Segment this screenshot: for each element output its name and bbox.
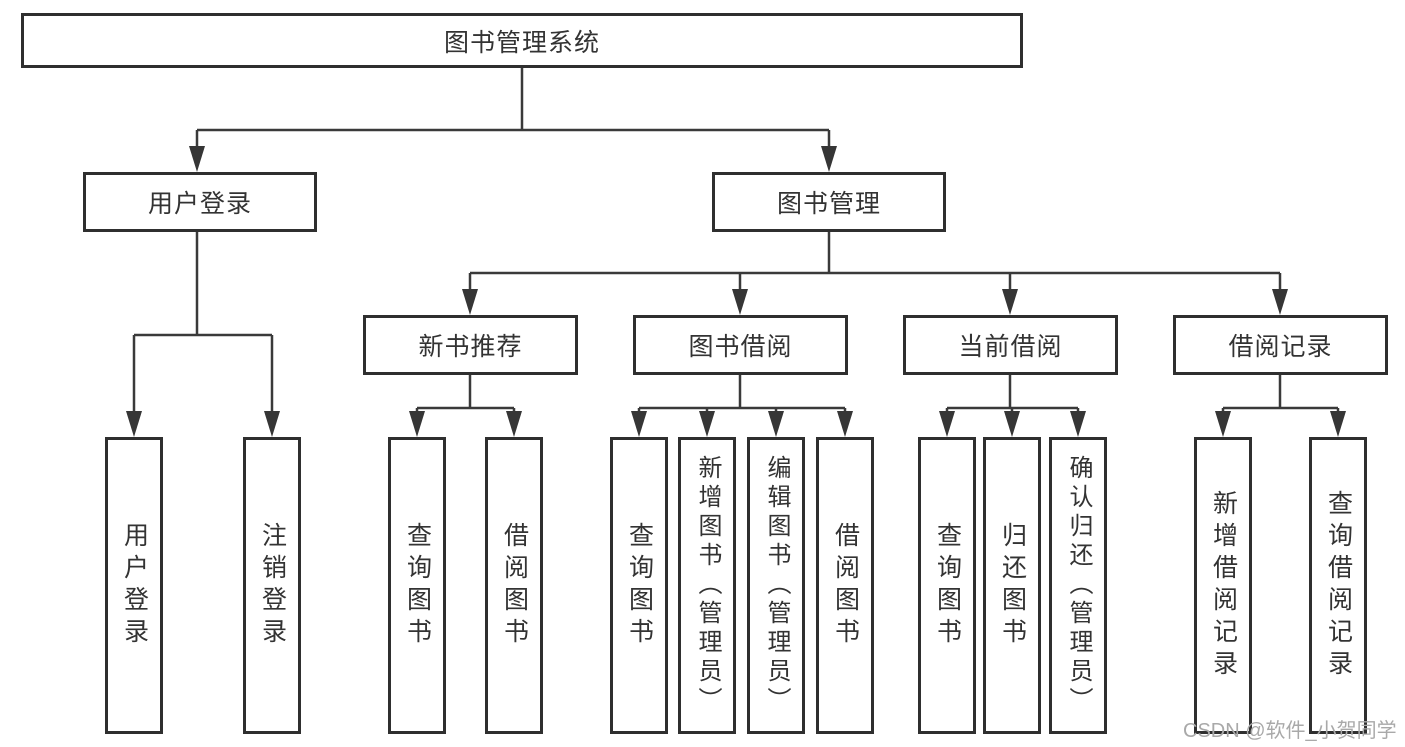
leaf-bb-borrow-book: 借阅图书 bbox=[816, 437, 874, 734]
leaf-bb-borrow-book-label: 借阅图书 bbox=[831, 521, 860, 650]
leaf-br-add-record: 新增借阅记录 bbox=[1194, 437, 1252, 734]
csdn-watermark: CSDN @软件_小贺同学 bbox=[1183, 720, 1397, 742]
node-new-book-rec: 新书推荐 bbox=[363, 315, 578, 375]
leaf-rec-query-book: 查询图书 bbox=[388, 437, 446, 734]
connector-new-book-rec-to-leaves bbox=[409, 375, 522, 437]
node-book-borrow-label: 图书借阅 bbox=[688, 333, 793, 361]
connector-book-mgmt-to-level3 bbox=[462, 232, 1288, 315]
leaf-rec-borrow-book-label: 借阅图书 bbox=[500, 521, 529, 650]
leaf-cb-confirm-return-admin: 确认归还（管理员） bbox=[1049, 437, 1107, 734]
leaf-bb-edit-book-admin: 编辑图书（管理员） bbox=[747, 437, 805, 734]
leaf-bb-add-book-admin: 新增图书（管理员） bbox=[678, 437, 736, 734]
connector-current-borrow-to-leaves bbox=[939, 375, 1086, 437]
connector-root-to-level2 bbox=[189, 68, 837, 172]
leaf-bb-query-book-label: 查询图书 bbox=[625, 521, 654, 650]
node-current-borrow: 当前借阅 bbox=[903, 315, 1118, 375]
leaf-user-login: 用户登录 bbox=[105, 437, 163, 734]
leaf-rec-query-book-label: 查询图书 bbox=[403, 521, 432, 650]
node-root-label: 图书管理系统 bbox=[443, 28, 600, 57]
node-new-book-rec-label: 新书推荐 bbox=[418, 333, 523, 361]
leaf-rec-borrow-book: 借阅图书 bbox=[485, 437, 543, 734]
leaf-cb-query-book: 查询图书 bbox=[918, 437, 976, 734]
node-borrow-record: 借阅记录 bbox=[1173, 315, 1388, 375]
leaf-bb-add-book-admin-label: 新增图书（管理员） bbox=[694, 455, 721, 716]
leaf-br-add-record-label: 新增借阅记录 bbox=[1209, 489, 1238, 682]
connector-book-borrow-to-leaves bbox=[631, 375, 853, 437]
leaf-user-login-label: 用户登录 bbox=[120, 521, 149, 650]
leaf-br-query-record-label: 查询借阅记录 bbox=[1324, 489, 1353, 682]
node-user-login: 用户登录 bbox=[83, 172, 317, 232]
leaf-cb-return-book: 归还图书 bbox=[983, 437, 1041, 734]
node-borrow-record-label: 借阅记录 bbox=[1228, 333, 1333, 361]
node-user-login-label: 用户登录 bbox=[147, 190, 252, 218]
leaf-cb-return-book-label: 归还图书 bbox=[998, 521, 1027, 650]
node-root: 图书管理系统 bbox=[21, 13, 1023, 68]
leaf-br-query-record: 查询借阅记录 bbox=[1309, 437, 1367, 734]
node-current-borrow-label: 当前借阅 bbox=[958, 333, 1063, 361]
leaf-logout: 注销登录 bbox=[243, 437, 301, 734]
connector-borrow-record-to-leaves bbox=[1215, 375, 1346, 437]
node-book-mgmt: 图书管理 bbox=[712, 172, 946, 232]
leaf-logout-label: 注销登录 bbox=[258, 521, 287, 650]
leaf-bb-query-book: 查询图书 bbox=[610, 437, 668, 734]
leaf-cb-query-book-label: 查询图书 bbox=[933, 521, 962, 650]
node-book-mgmt-label: 图书管理 bbox=[776, 190, 881, 218]
leaf-bb-edit-book-admin-label: 编辑图书（管理员） bbox=[763, 455, 790, 716]
node-book-borrow: 图书借阅 bbox=[633, 315, 848, 375]
leaf-cb-confirm-return-admin-label: 确认归还（管理员） bbox=[1065, 455, 1092, 716]
connector-user-login-to-leaves bbox=[126, 232, 280, 437]
